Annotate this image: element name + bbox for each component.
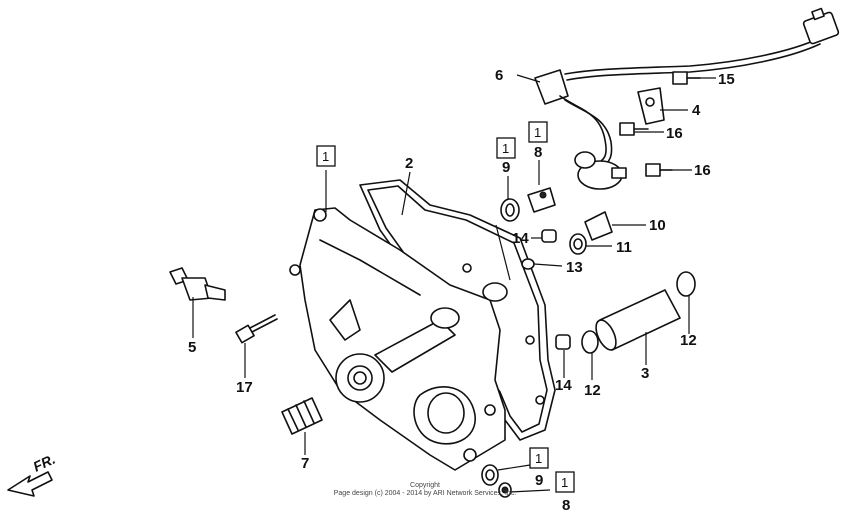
copyright: Copyright Page design (c) 2004 - 2014 by… [334, 482, 517, 497]
oil-pressure-switch [169, 267, 226, 301]
callout-9a: 9 [502, 159, 510, 176]
lower-washers [481, 464, 512, 498]
box-1-cover: 1 [322, 149, 329, 164]
callout-10: 10 [649, 217, 666, 234]
callout-16b: 16 [694, 162, 711, 179]
leader-lines [192, 74, 716, 493]
callout-4: 4 [692, 102, 701, 119]
callout-8a: 8 [534, 144, 542, 161]
sleeve-7 [281, 397, 323, 435]
front-direction-indicator: FR. [7, 451, 58, 497]
upper-small-parts [500, 187, 613, 270]
copyright-line-2: Page design (c) 2004 - 2014 by ARI Netwo… [334, 490, 517, 497]
sensor-harness [534, 7, 840, 190]
bracket-and-bolts [619, 71, 701, 177]
boxed-references: 1 1 1 1 1 [316, 121, 575, 493]
callout-14b: 14 [555, 377, 572, 394]
callout-14a: 14 [512, 230, 529, 247]
callout-17: 17 [236, 379, 253, 396]
bolt-17 [235, 314, 278, 344]
box-1-eight-top: 1 [534, 125, 541, 140]
callout-2: 2 [405, 155, 413, 172]
callouts: 6 15 4 16 16 2 9 8 10 14 11 13 12 3 12 1… [188, 67, 735, 514]
callout-16a: 16 [666, 125, 683, 142]
callout-6: 6 [495, 67, 503, 84]
box-1-nine-bottom: 1 [535, 451, 542, 466]
callout-15: 15 [718, 71, 735, 88]
callout-9b: 9 [535, 472, 543, 489]
callout-5: 5 [188, 339, 196, 356]
oil-pump-cover [289, 207, 508, 471]
callout-8b: 8 [562, 497, 570, 514]
callout-3: 3 [641, 365, 649, 382]
front-label: FR. [31, 451, 58, 475]
callout-11: 11 [616, 239, 632, 256]
box-1-nine-top: 1 [502, 141, 509, 156]
pipe-and-seals [555, 271, 696, 354]
callout-12a: 12 [680, 332, 697, 349]
box-1-eight-bottom: 1 [561, 475, 568, 490]
copyright-line-1: Copyright [410, 482, 440, 489]
callout-7: 7 [301, 455, 309, 472]
callout-13: 13 [566, 259, 583, 276]
callout-12b: 12 [584, 382, 601, 399]
